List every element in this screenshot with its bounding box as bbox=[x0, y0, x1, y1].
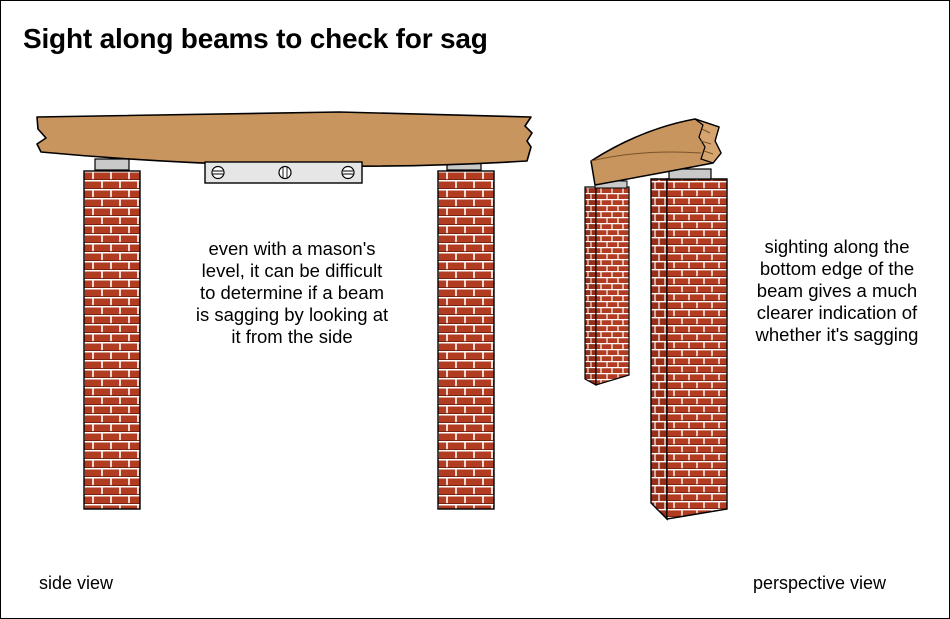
perspective-note-line: whether it's sagging bbox=[755, 324, 919, 345]
side-view-note: even with a mason's level, it can be dif… bbox=[177, 238, 407, 348]
near-pier-front bbox=[666, 178, 728, 520]
side-view-caption: side view bbox=[39, 573, 114, 593]
perspective-note-line: bottom edge of the bbox=[759, 258, 915, 279]
right-brick-pier bbox=[437, 170, 495, 510]
side-note-line: to determine if a beam bbox=[199, 282, 385, 303]
far-pier-side bbox=[584, 186, 597, 387]
side-note-line: even with a mason's bbox=[208, 238, 376, 259]
level-vial-center bbox=[278, 165, 292, 180]
perspective-note-line: beam gives a much bbox=[756, 280, 918, 301]
perspective-note-line: sighting along the bbox=[764, 236, 910, 257]
perspective-view-caption: perspective view bbox=[753, 573, 887, 593]
left-brick-pier bbox=[83, 170, 141, 510]
perspective-view-drawing bbox=[584, 118, 728, 521]
left-bearing-plate bbox=[94, 158, 130, 171]
beam-end-grain bbox=[694, 118, 722, 164]
near-bearing-plate bbox=[668, 168, 712, 180]
side-note-line: is sagging by looking at bbox=[195, 304, 389, 325]
side-beam bbox=[36, 111, 533, 168]
side-view-drawing bbox=[36, 111, 533, 510]
near-pier-side bbox=[650, 178, 668, 521]
side-note-line: level, it can be difficult bbox=[201, 260, 383, 281]
perspective-view-note: sighting along the bottom edge of the be… bbox=[737, 236, 937, 346]
side-note-line: it from the side bbox=[231, 326, 353, 347]
masons-level bbox=[204, 161, 363, 184]
level-vial-left bbox=[211, 165, 225, 180]
level-vial-right bbox=[341, 165, 355, 180]
page-title: Sight along beams to check for sag bbox=[23, 23, 488, 54]
perspective-note-line: clearer indication of bbox=[756, 302, 918, 323]
far-pier-front bbox=[595, 186, 630, 386]
